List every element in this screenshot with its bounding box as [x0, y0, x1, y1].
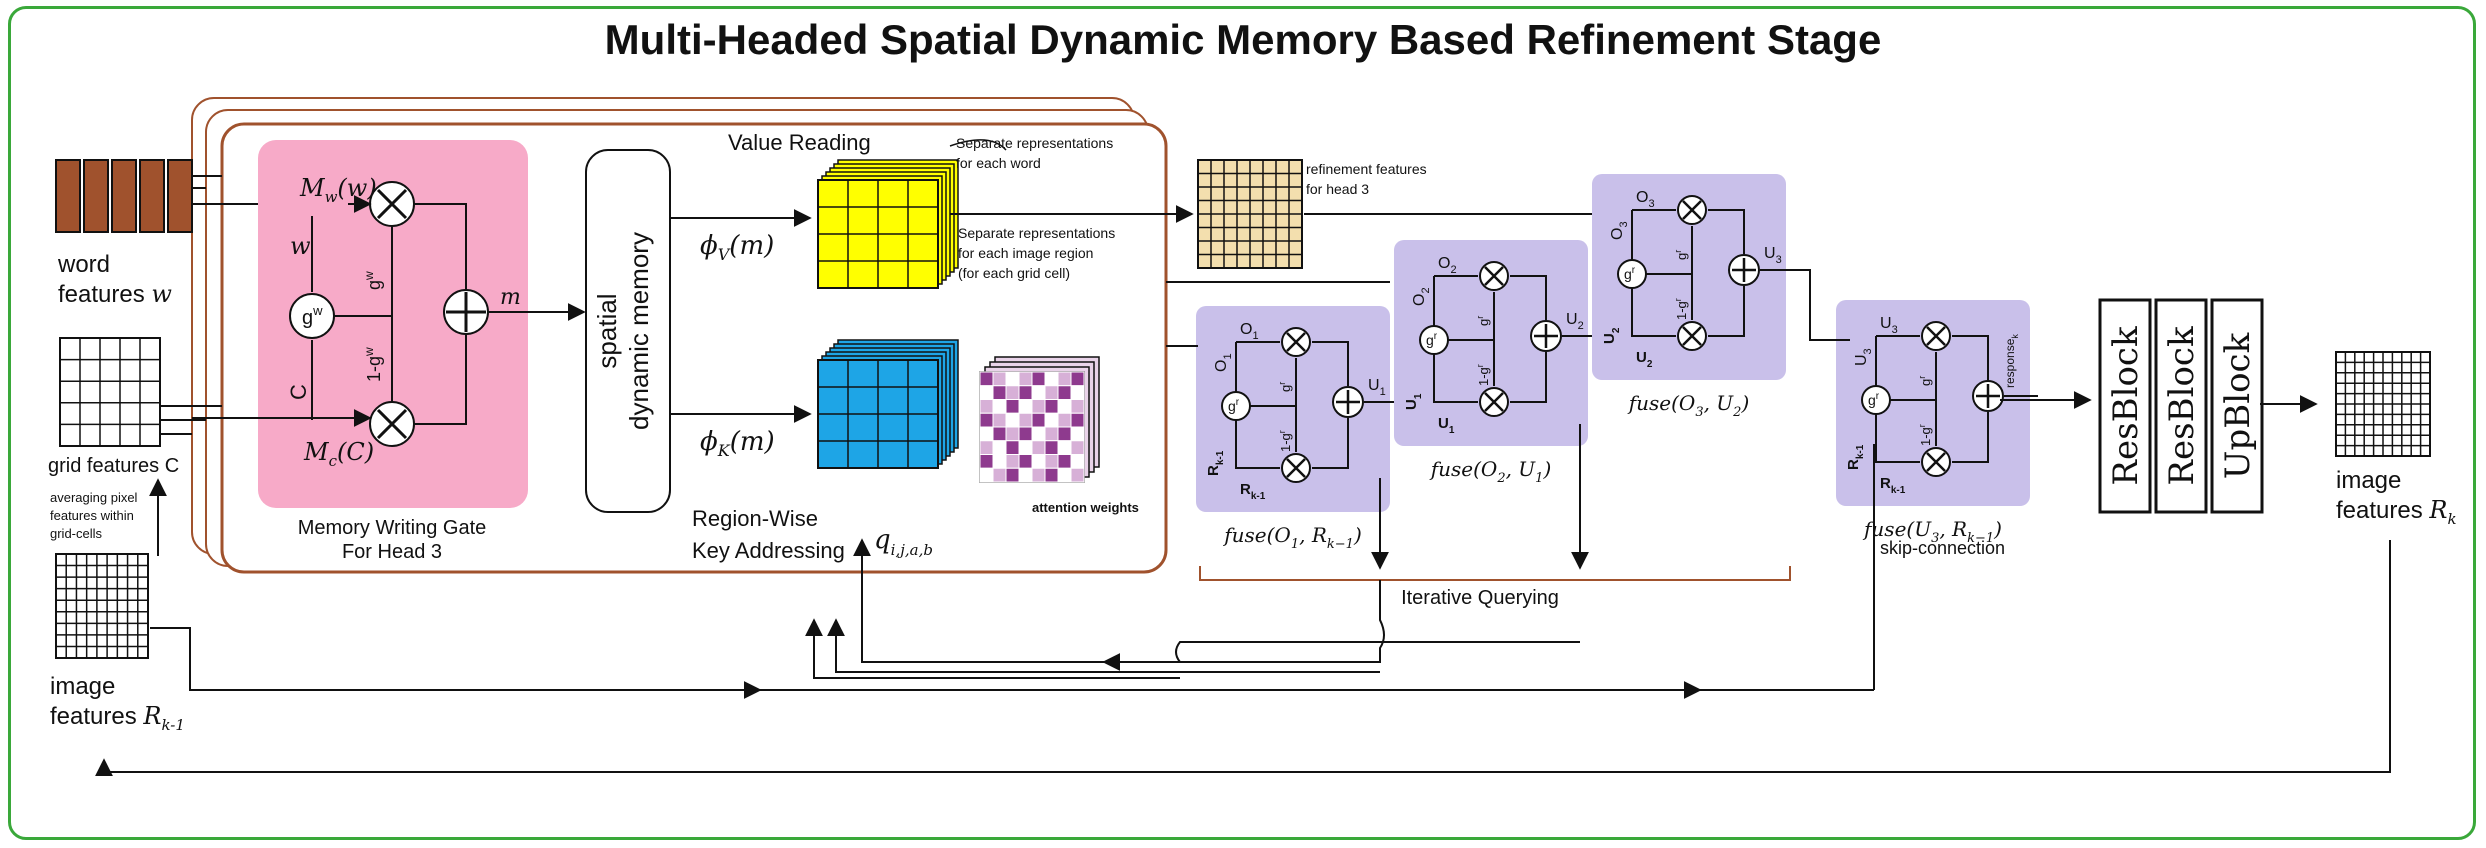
query-return-6	[805, 618, 1180, 679]
gate-c-label: C	[286, 384, 311, 400]
averaging-note-2: features within	[50, 508, 134, 523]
gate-caption-1: Memory Writing Gate	[298, 517, 487, 539]
query-return-2	[1370, 580, 1380, 660]
one-minus-gw-label: 1-gw	[362, 347, 384, 382]
gw-upper-label: gw	[362, 271, 384, 290]
value-tensor-icon	[817, 159, 959, 289]
svg-text:gr: gr	[1277, 382, 1293, 392]
svg-text:ResBlock: ResBlock	[2162, 326, 2202, 486]
note-region-3: (for each grid cell)	[958, 265, 1070, 281]
fuse-caption-1: fuse(O1, Rk−1)	[1222, 523, 1362, 552]
output-label-2: features Rk	[2336, 496, 2457, 528]
svg-text:1-gr: 1-gr	[1673, 298, 1689, 320]
spatial-dynamic-memory-box	[585, 149, 671, 513]
diagram-title: Multi-Headed Spatial Dynamic Memory Base…	[604, 16, 1882, 63]
svg-text:gr: gr	[1673, 250, 1689, 260]
grid-features-label: grid features C	[48, 455, 179, 477]
note-word-1: Separate representations	[956, 135, 1113, 151]
refinement-note-1: refinement features	[1306, 161, 1427, 177]
memory-label-2: dynamic memory	[624, 232, 654, 430]
word-to-panels	[192, 175, 222, 189]
gate-wires	[311, 203, 584, 425]
averaging-note-1: averaging pixel	[50, 490, 138, 505]
output-label-1: image	[2336, 467, 2401, 494]
word-features-label: word	[57, 251, 110, 278]
decoder-block-3: UpBlock	[2210, 298, 2264, 514]
m-label: m	[500, 285, 521, 310]
key-tensor-icon	[817, 339, 959, 469]
svg-text:1-gr: 1-gr	[1277, 430, 1293, 452]
mw-label: Mw(w)	[299, 174, 377, 206]
query-return-5	[827, 618, 1380, 673]
svg-text:gr: gr	[1868, 391, 1880, 408]
svg-text:gr: gr	[1475, 316, 1491, 326]
note-region-1: Separate representations	[958, 225, 1115, 241]
fuse-caption-2: fuse(O2, U1)	[1429, 457, 1552, 486]
rk1-bus	[150, 627, 1874, 691]
key-addressing-2: Key Addressing	[692, 538, 845, 563]
phi-v-label: ϕV(m)	[700, 231, 774, 264]
svg-text:1-gr: 1-gr	[1475, 364, 1491, 386]
query-return-3	[853, 538, 1385, 663]
q-label: qi,j,a,b	[874, 525, 933, 559]
key-addressing-1: Region-Wise	[692, 506, 818, 531]
svg-text:gr: gr	[1426, 331, 1438, 348]
decoder-blocks: ResBlock ResBlock UpBlock	[2098, 298, 2264, 514]
grid-features-icon	[59, 337, 161, 447]
iterative-querying-label: Iterative Querying	[1401, 587, 1559, 609]
decoder-block-1: ResBlock	[2098, 298, 2152, 514]
gate-caption-2: For Head 3	[342, 541, 442, 563]
output-return-line	[95, 540, 2391, 777]
phi-k-label: ϕK(m)	[700, 427, 775, 460]
image-features-label-1: image	[50, 673, 115, 700]
refinement-note-2: for head 3	[1306, 181, 1369, 197]
mc-label: Mc(C)	[303, 438, 374, 470]
output-image-features-icon	[2335, 351, 2431, 457]
svg-text:gr: gr	[1228, 397, 1240, 414]
skip-connection-label: skip-connection	[1880, 538, 2005, 558]
svg-text:ResBlock: ResBlock	[2106, 326, 2146, 486]
gw-label: gw	[302, 303, 323, 329]
word-features-icon	[55, 159, 193, 233]
value-reading-title: Value Reading	[728, 130, 871, 155]
query-return-1	[1102, 641, 1580, 671]
averaging-note-3: grid-cells	[50, 526, 103, 541]
decoder-block-2: ResBlock	[2154, 298, 2208, 514]
gate-w-label: w	[290, 232, 311, 260]
refinement-features-icon	[1197, 159, 1303, 269]
attention-weights-icon	[979, 356, 1100, 483]
svg-text:1-gr: 1-gr	[1917, 424, 1933, 446]
image-features-icon	[55, 553, 149, 659]
attention-weights-label: attention weights	[1032, 500, 1139, 515]
image-features-label-2: features Rk-1	[50, 702, 185, 734]
fuse-caption-3: fuse(O3, U2)	[1627, 391, 1750, 420]
diagram-frame	[8, 6, 2476, 840]
svg-text:responsek: responsek	[2003, 334, 2020, 388]
u3-to-fuse4	[1784, 269, 1850, 341]
svg-text:gr: gr	[1917, 376, 1933, 386]
svg-text:gr: gr	[1624, 265, 1636, 282]
grid-to-panels	[160, 405, 222, 435]
word-features-label-2: features w	[58, 280, 172, 308]
note-word-2: for each word	[956, 155, 1041, 171]
svg-text:UpBlock: UpBlock	[2218, 332, 2258, 479]
memory-label-1: spatial	[592, 293, 622, 368]
note-region-2: for each image region	[958, 245, 1093, 261]
iterative-querying-bracket	[1199, 566, 1791, 581]
